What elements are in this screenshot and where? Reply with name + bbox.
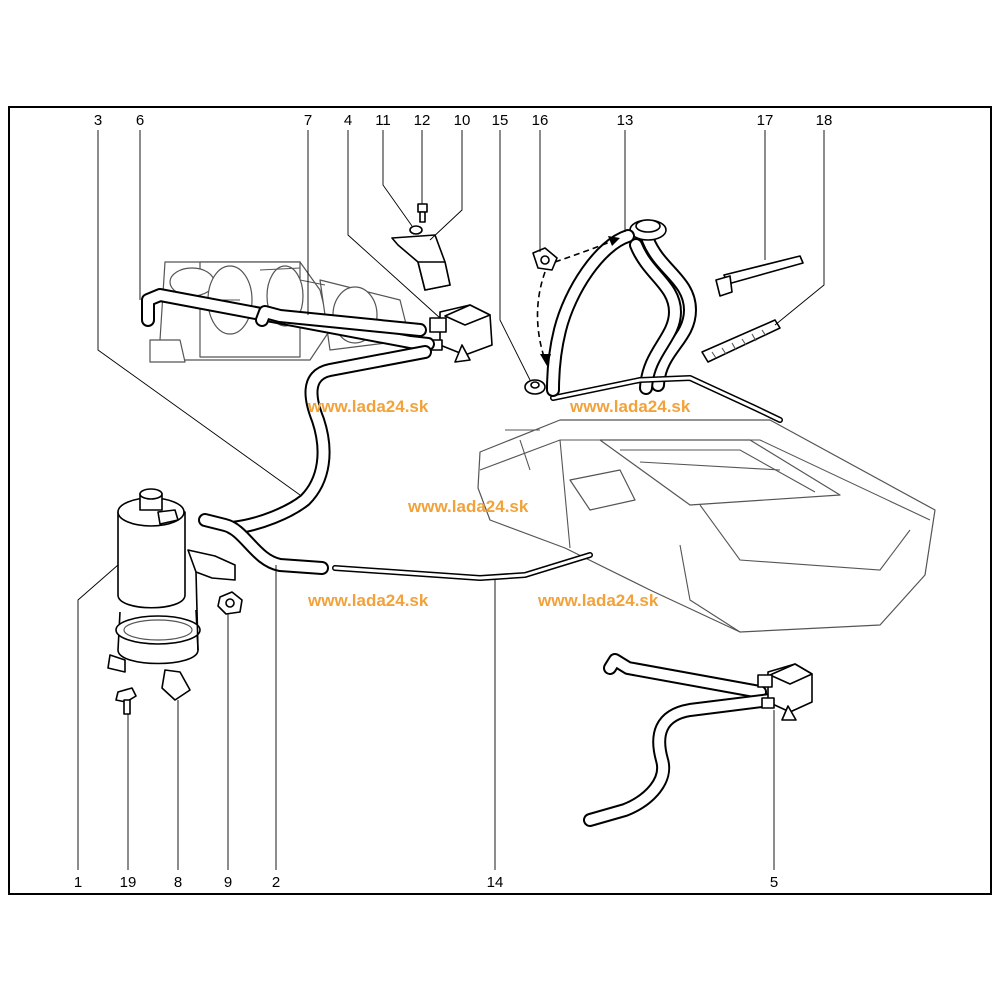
vent-line: [550, 375, 783, 423]
washer-11: [409, 225, 423, 235]
callout-14: 14: [487, 874, 504, 891]
callout-4: 4: [344, 112, 352, 129]
callout-11: 11: [375, 112, 391, 129]
leader-lines: [77, 130, 825, 870]
solenoid-valve-4: [427, 304, 493, 363]
strap-17: [715, 255, 804, 297]
canister-1: [117, 488, 186, 609]
callout-9: 9: [224, 874, 232, 891]
callout-10: 10: [454, 112, 471, 129]
callout-18: 18: [816, 112, 833, 129]
diagram-frame: [8, 106, 992, 895]
callout-3: 3: [94, 112, 102, 129]
callouts-top: 3 6 7 4 11 12 10 15 16 13 17 18: [94, 112, 833, 129]
bolt-19: [115, 687, 137, 715]
callout-19: 19: [120, 874, 137, 891]
callout-12: 12: [414, 112, 431, 129]
detail-5: [583, 653, 813, 827]
filler-neck: [629, 219, 697, 395]
callout-16: 16: [532, 112, 549, 129]
watermark: www.lada24.sk: [307, 591, 429, 610]
hose-7: [255, 305, 427, 337]
bracket-8: [107, 549, 236, 701]
callout-13: 13: [617, 112, 634, 129]
callout-2: 2: [272, 874, 280, 891]
callout-6: 6: [136, 112, 144, 129]
callout-17: 17: [757, 112, 774, 129]
watermark: www.lada24.sk: [307, 397, 429, 416]
callouts-bottom: 1 19 8 9 2 14 5: [74, 874, 778, 891]
watermark: www.lada24.sk: [537, 591, 659, 610]
callout-8: 8: [174, 874, 182, 891]
callout-5: 5: [770, 874, 778, 891]
fuel-tank-ghost: [477, 419, 936, 633]
assembly-arrows: [536, 236, 620, 366]
strap-18: [701, 319, 781, 363]
clip-16: [532, 247, 558, 271]
nut-9: [217, 591, 243, 615]
tube-14: [332, 552, 593, 581]
callout-7: 7: [304, 112, 312, 129]
screw-12: [417, 203, 428, 223]
callout-15: 15: [492, 112, 509, 129]
callout-1: 1: [74, 874, 82, 891]
hose-2: [225, 345, 432, 535]
watermarks: www.lada24.sk www.lada24.sk www.lada24.s…: [307, 397, 691, 610]
hose-canister-tank: [198, 513, 329, 575]
grommet-15: [524, 379, 546, 395]
hose-6: [141, 288, 435, 351]
hose-13: [546, 229, 635, 397]
bracket-10: [391, 234, 451, 291]
watermark: www.lada24.sk: [569, 397, 691, 416]
watermark: www.lada24.sk: [407, 497, 529, 516]
